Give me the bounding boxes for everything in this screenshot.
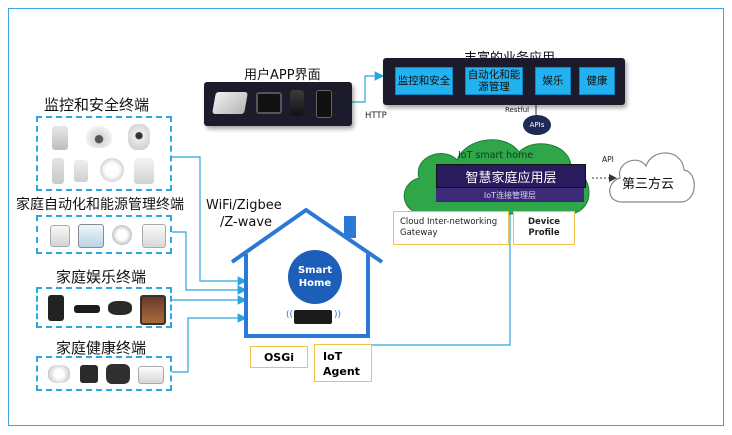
cloud-title: IoT smart home — [458, 150, 534, 161]
smart-home-badge: Smart Home — [288, 250, 342, 304]
service-automation[interactable]: 自动化和能源管理 — [465, 67, 523, 95]
glucose-meter-icon — [80, 365, 98, 383]
zwave-label: /Z-wave — [220, 215, 273, 230]
socket-panel-icon — [142, 224, 166, 248]
set-top-box-icon — [74, 305, 100, 313]
user-app-panel — [204, 82, 352, 126]
automation-group-title: 家庭自动化和能源管理终端 — [16, 197, 184, 213]
monitoring-terminal-box — [36, 116, 172, 191]
automation-terminal-box — [36, 215, 172, 254]
wifi-zigbee-label: WiFi/Zigbee — [206, 198, 282, 213]
health-terminal-box — [36, 356, 172, 391]
dome-camera-icon — [86, 126, 112, 148]
protocol-label: WiFi/Zigbee /Z-wave — [206, 197, 282, 231]
laptop-icon — [212, 92, 248, 114]
door-sensor-icon — [52, 126, 68, 150]
thermometer-icon — [138, 366, 164, 384]
tablet-icon — [256, 92, 282, 114]
service-health[interactable]: 健康 — [579, 67, 615, 95]
siren-icon — [74, 160, 88, 182]
api-label: API — [602, 155, 614, 164]
photo-frame-icon — [140, 295, 166, 325]
device-profile-box: Device Profile — [513, 211, 575, 245]
cloud-gateway-box: Cloud Inter-networking Gateway — [393, 211, 509, 245]
smart-home-app-layer: 智慧家庭应用层 — [436, 164, 586, 188]
entertainment-terminal-box — [36, 287, 172, 328]
signal-left-icon: (( — [286, 310, 294, 320]
house-shape — [230, 207, 384, 338]
entertainment-group-title: 家庭娱乐终端 — [56, 268, 147, 286]
gas-detector-icon — [134, 158, 154, 184]
app-panel-title: 用户APP界面 — [244, 68, 321, 83]
monitoring-group-title: 监控和安全终端 — [44, 96, 150, 114]
service-monitoring[interactable]: 监控和安全 — [395, 67, 453, 95]
thermostat-icon — [78, 224, 104, 248]
game-console-icon — [108, 301, 132, 315]
restful-label: Restful — [505, 106, 530, 114]
health-group-title: 家庭健康终端 — [56, 339, 147, 357]
http-label: HTTP — [365, 111, 387, 121]
scale-icon — [106, 364, 130, 384]
wall-switch-icon — [50, 225, 70, 247]
smartphone-icon — [316, 90, 332, 118]
iot-agent-box: IoT Agent — [314, 344, 372, 382]
smoke-detector-icon — [100, 158, 124, 182]
osgi-box: OSGi — [250, 346, 308, 368]
smart-speaker-icon — [290, 90, 304, 116]
speaker-icon — [48, 295, 64, 321]
outer-frame — [8, 8, 724, 426]
smart-plug-icon — [112, 225, 132, 245]
apis-bubble: APIs — [523, 115, 551, 135]
business-apps-panel: 监控和安全 自动化和能源管理 娱乐 健康 — [383, 58, 625, 105]
third-party-cloud-shape — [609, 152, 695, 203]
signal-right-icon: )) — [334, 310, 342, 320]
service-entertainment[interactable]: 娱乐 — [535, 67, 571, 95]
motion-sensor-icon — [52, 158, 64, 184]
ip-camera-icon — [128, 124, 150, 150]
blood-pressure-icon — [48, 365, 70, 383]
connection-management-layer: IoT连接管理层 — [436, 188, 584, 202]
third-party-cloud-label: 第三方云 — [622, 177, 675, 192]
router-icon — [294, 310, 332, 324]
